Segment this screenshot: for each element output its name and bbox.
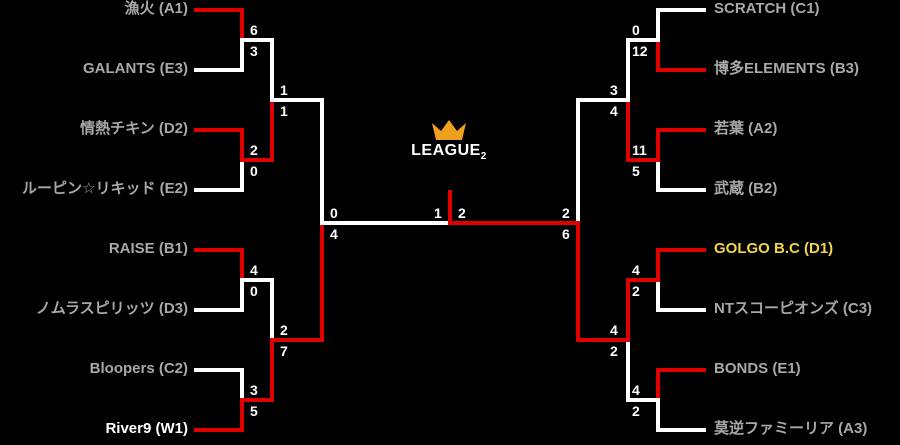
bracket-line <box>240 38 274 100</box>
crown-icon <box>432 120 466 140</box>
bracket-line <box>270 98 324 223</box>
final-score-right: 2 <box>458 205 466 221</box>
score-label: 4 <box>632 382 640 398</box>
team-name: NTスコーピオンズ (C3) <box>714 300 873 317</box>
bracket-line <box>194 128 244 160</box>
bracket-line <box>656 248 706 280</box>
team-name: BONDS (E1) <box>714 360 801 377</box>
score-label: 12 <box>632 43 648 59</box>
score-label: 7 <box>280 343 288 359</box>
bracket-line <box>656 128 706 160</box>
score-label: 0 <box>632 22 640 38</box>
score-label: 2 <box>562 205 570 221</box>
bracket-line <box>656 368 706 400</box>
bracket-line <box>656 400 706 432</box>
score-label: 1 <box>280 103 288 119</box>
bracket-line <box>656 160 706 192</box>
league-title: LEAGUE2 <box>411 142 487 163</box>
team-name: 情熱チキン (D2) <box>80 120 188 137</box>
score-label: 2 <box>610 343 618 359</box>
bracket-line <box>626 100 660 162</box>
score-label: 4 <box>610 103 618 119</box>
team-name: 博多ELEMENTS (B3) <box>714 60 860 77</box>
bracket-line <box>576 98 630 223</box>
bracket-line <box>240 278 274 340</box>
bracket-line <box>626 38 660 100</box>
score-label: 0 <box>250 283 258 299</box>
score-label: 2 <box>250 142 258 158</box>
team-name: 武蔵 (B2) <box>714 180 778 197</box>
bracket-line <box>656 280 706 312</box>
bracket-line <box>194 400 244 432</box>
bracket-line <box>194 280 244 312</box>
team-name: ルーピン☆リキッド (E2) <box>22 180 188 197</box>
team-name: Bloopers (C2) <box>89 360 188 377</box>
score-label: 4 <box>330 226 338 242</box>
bracket-line <box>656 8 706 40</box>
score-label: 6 <box>250 22 258 38</box>
score-label: 0 <box>250 163 258 179</box>
bracket-line <box>626 340 660 402</box>
bracket-line <box>656 40 706 72</box>
bracket-line <box>194 40 244 72</box>
score-label: 3 <box>610 82 618 98</box>
team-name: 莫逆ファミーリア (A3) <box>714 420 868 437</box>
bracket-line <box>194 160 244 192</box>
score-label: 4 <box>610 322 618 338</box>
score-label: 5 <box>250 403 258 419</box>
score-label: 3 <box>250 382 258 398</box>
score-label: 3 <box>250 43 258 59</box>
league-logo: LEAGUE2 <box>404 118 494 162</box>
score-label: 2 <box>632 403 640 419</box>
bracket-line <box>240 340 274 402</box>
team-name: 漁火 (A1) <box>124 0 188 17</box>
team-name: SCRATCH (C1) <box>714 0 820 17</box>
score-label: 1 <box>280 82 288 98</box>
bracket-line <box>194 368 244 400</box>
team-name: River9 (W1) <box>105 420 188 437</box>
bracket-line <box>576 223 630 342</box>
team-name: 若葉 (A2) <box>714 120 778 137</box>
score-label: 6 <box>562 226 570 242</box>
score-label: 4 <box>632 262 640 278</box>
score-label: 11 <box>632 142 647 158</box>
bracket-line <box>626 278 660 340</box>
bracket-line <box>194 8 244 40</box>
bracket-line <box>194 248 244 280</box>
score-label: 5 <box>632 163 640 179</box>
team-name: GALANTS (E3) <box>83 60 188 77</box>
score-label: 2 <box>280 322 288 338</box>
final-score-left: 1 <box>434 205 442 221</box>
team-name: ノムラスピリッツ (D3) <box>35 300 188 317</box>
score-label: 2 <box>632 283 640 299</box>
bracket-line <box>240 100 274 162</box>
team-name: RAISE (B1) <box>108 240 188 257</box>
team-name: GOLGO B.C (D1) <box>714 240 834 257</box>
score-label: 0 <box>330 205 338 221</box>
score-label: 4 <box>250 262 258 278</box>
bracket-line <box>270 223 324 342</box>
